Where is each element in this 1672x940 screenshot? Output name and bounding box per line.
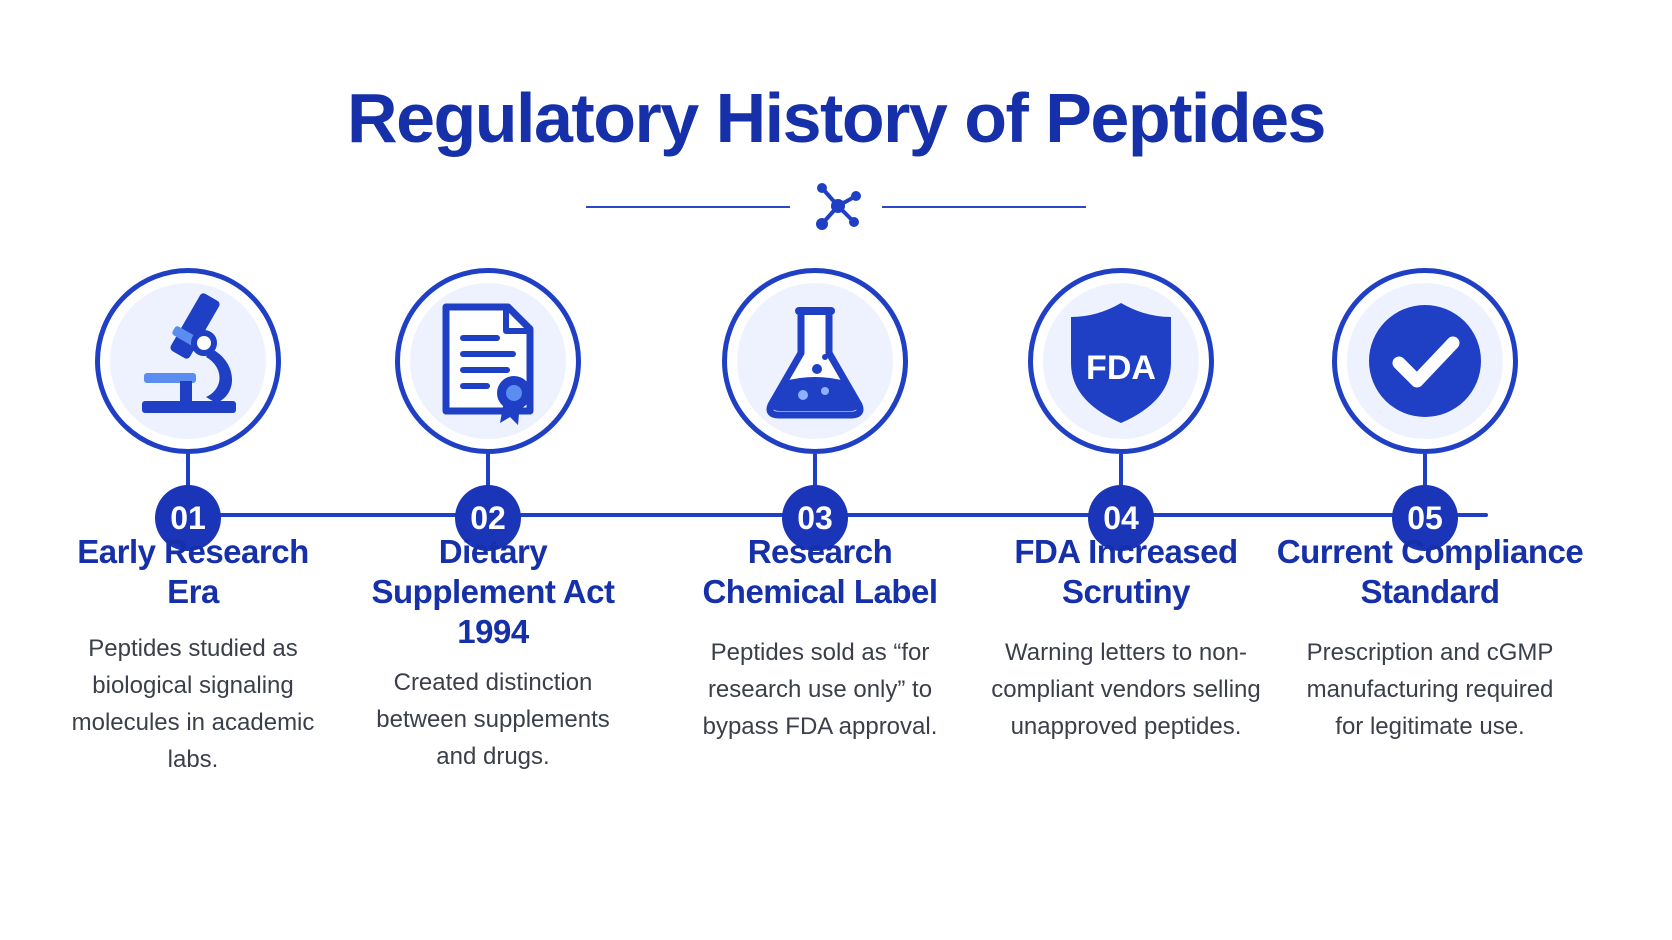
title-divider <box>586 170 1086 240</box>
divider-line-right <box>882 206 1086 208</box>
step-description: Created distinction between supplements … <box>376 669 610 770</box>
timeline-step-1: 01 Early Research Era Peptides studied a… <box>33 0 353 940</box>
certificate-document-icon <box>442 303 534 425</box>
step-number-badge: 03 <box>782 485 848 551</box>
flask-icon <box>766 307 864 419</box>
step-icon-circle <box>1332 268 1518 454</box>
step-connector <box>486 454 490 490</box>
molecule-icon <box>816 183 861 230</box>
step-number-badge: 02 <box>455 485 521 551</box>
step-icon-circle: FDA <box>1028 268 1214 454</box>
shield-label: FDA <box>1086 349 1156 387</box>
checkmark-icon <box>1369 305 1481 417</box>
step-connector <box>186 454 190 490</box>
step-number-badge: 01 <box>155 485 221 551</box>
step-number-badge: 05 <box>1392 485 1458 551</box>
microscope-icon <box>142 293 236 413</box>
step-description: Peptides sold as “for research use only”… <box>702 639 938 740</box>
step-connector <box>1423 454 1427 490</box>
step-icon-circle <box>722 268 908 454</box>
step-title: FDA Increased Scrutiny <box>1014 533 1238 610</box>
step-icon-circle <box>95 268 281 454</box>
step-icon-circle <box>395 268 581 454</box>
divider-line-left <box>586 206 790 208</box>
fda-shield-icon: FDA <box>1071 303 1171 423</box>
step-description: Warning letters to non-compliant vendors… <box>991 639 1261 740</box>
timeline-step-2: 02 Dietary Supplement Act 1994 Created d… <box>333 0 653 940</box>
step-number-badge: 04 <box>1088 485 1154 551</box>
timeline-step-3: 03 Research Chemical Label Peptides sold… <box>660 0 980 940</box>
step-description: Peptides studied as biological signaling… <box>71 635 315 773</box>
step-title: Dietary Supplement Act 1994 <box>371 533 615 650</box>
step-title: Current Compliance Standard <box>1276 533 1584 610</box>
timeline-step-4: FDA 04 FDA Increased Scrutiny Warning le… <box>966 0 1286 940</box>
step-connector <box>813 454 817 490</box>
step-title: Research Chemical Label <box>702 533 938 610</box>
step-connector <box>1119 454 1123 490</box>
step-title: Early Research Era <box>77 533 309 610</box>
timeline-step-5: 05 Current Compliance Standard Prescript… <box>1270 0 1590 940</box>
page-title: Regulatory History of Peptides <box>347 79 1326 157</box>
step-description: Prescription and cGMP manufacturing requ… <box>1306 639 1554 740</box>
